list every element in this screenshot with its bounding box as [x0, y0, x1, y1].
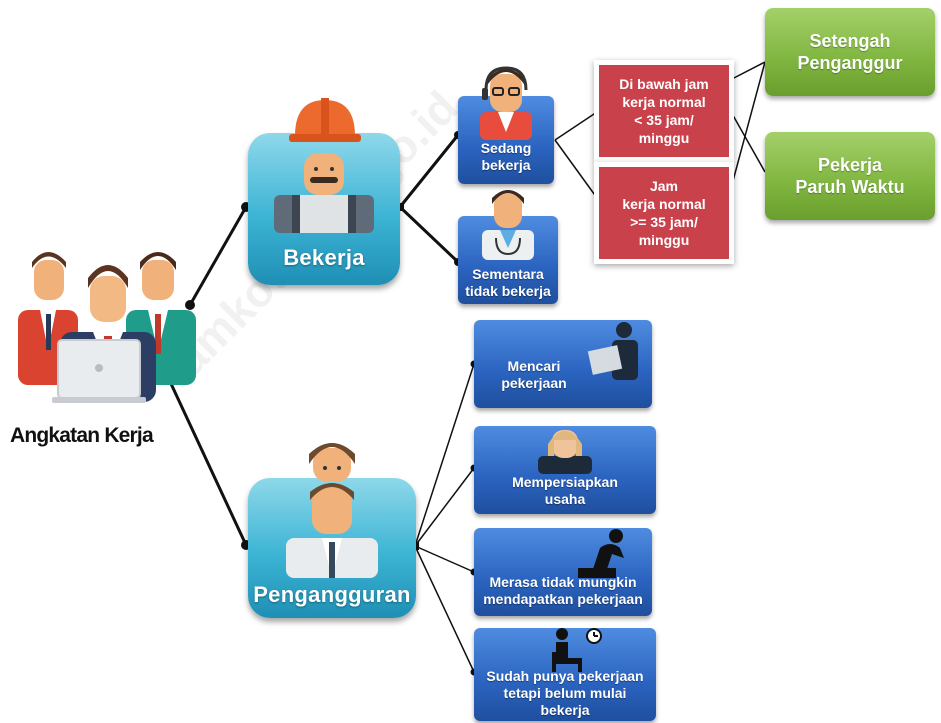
unemployed-merasa: Merasa tidak mungkin mendapatkan pekerja… — [474, 528, 652, 616]
outcome-setengah-penganggur: Setengah Penganggur — [765, 8, 935, 96]
condition-normal: Jam kerja normal >= 35 jam/ minggu — [594, 162, 734, 264]
hard-hat-icon — [289, 98, 361, 142]
unemployed-mempersiapkan: Mempersiapkan usaha — [474, 426, 656, 514]
workers-group-icon — [18, 252, 196, 403]
doctor-icon — [482, 190, 534, 260]
category-pengangguran-label: Pengangguran — [253, 582, 411, 607]
outcome-paruh-label: Pekerja Paruh Waktu — [795, 155, 905, 197]
unemployed-head-icon — [309, 443, 355, 482]
unemployed-mempersiapkan-label: Mempersiapkan usaha — [512, 474, 618, 507]
working-sedang-label: Sedang bekerja — [480, 140, 532, 173]
category-bekerja-label: Bekerja — [283, 245, 365, 270]
condition-below-normal: Di bawah jam kerja normal < 35 jam/ ming… — [594, 60, 734, 162]
unemployed-sudah: Sudah punya pekerjaan tetapi belum mulai… — [474, 628, 656, 721]
unemployed-sudah-label: Sudah punya pekerjaan tetapi belum mulai… — [486, 668, 644, 718]
root-label: Angkatan Kerja — [10, 424, 154, 447]
category-pengangguran: Pengangguran — [248, 478, 416, 618]
discouraged-person-icon — [578, 529, 624, 578]
job-seeker-icon — [587, 322, 638, 380]
construction-worker-icon — [274, 153, 374, 233]
condition-below-normal-label: Di bawah jam kerja normal < 35 jam/ ming… — [619, 76, 709, 146]
woman-entrepreneur-icon — [538, 430, 592, 474]
unemployed-merasa-label: Merasa tidak mungkin mendapatkan pekerja… — [483, 574, 643, 607]
call-center-icon — [480, 66, 532, 140]
working-sementara-label: Sementara tidak bekerja — [465, 266, 551, 299]
outcome-setengah-label: Setengah Penganggur — [797, 31, 903, 73]
unemployed-mencari: Mencari pekerjaan — [474, 320, 652, 408]
unemployed-mencari-label: Mencari pekerjaan — [501, 358, 567, 391]
category-bekerja: Bekerja — [248, 133, 400, 285]
unemployed-man-icon — [286, 483, 378, 578]
waiting-clock-icon — [552, 628, 602, 672]
condition-normal-label: Jam kerja normal >= 35 jam/ minggu — [622, 178, 706, 248]
outcome-pekerja-paruh-waktu: Pekerja Paruh Waktu — [765, 132, 935, 220]
